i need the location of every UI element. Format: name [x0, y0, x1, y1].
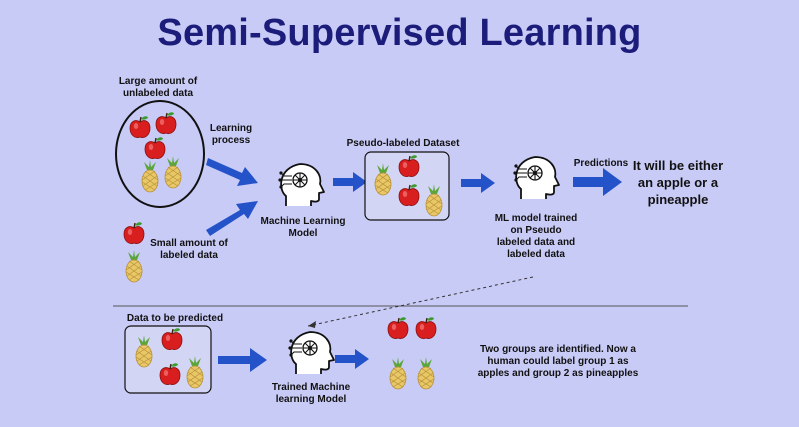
pineapple-icon	[389, 356, 407, 390]
pineapple-icon	[141, 159, 159, 193]
dotted-connector	[307, 276, 534, 327]
apple-icon	[155, 111, 177, 135]
arrow-icon	[573, 168, 622, 196]
trained-model-description: ML model trained on Pseudo labeled data …	[494, 213, 578, 260]
pseudo-dataset-label: Pseudo-labeled Dataset	[346, 138, 460, 149]
ai-head-icon	[287, 331, 335, 375]
apple-icon	[387, 316, 409, 340]
arrow-icon	[461, 173, 495, 193]
arrow-icon	[218, 348, 267, 372]
unlabeled-data-group	[115, 100, 205, 208]
prediction-result: It will be either an apple or a pineappl…	[632, 158, 724, 207]
data-to-predict-label: Data to be predicted	[126, 313, 224, 324]
page-title: Semi-Supervised Learning	[157, 12, 642, 54]
ai-head-icon	[277, 163, 325, 207]
groups-description: Two groups are identified. Now a human c…	[477, 344, 639, 379]
arrow-icon	[335, 349, 369, 369]
pineapple-icon	[417, 356, 435, 390]
ml-model-label: Machine Learning Model	[260, 216, 346, 239]
apple-icon	[144, 136, 166, 160]
apple-icon	[129, 115, 151, 139]
small-labeled-data-label: Small amount of labeled data	[150, 238, 228, 261]
learning-process-label: Learning process	[209, 123, 253, 146]
trained-model-label: Trained Machine learning Model	[271, 382, 351, 405]
arrow-icon	[206, 158, 258, 186]
ai-head-icon	[512, 156, 560, 200]
apple-icon	[123, 221, 145, 245]
pineapple-icon	[164, 155, 182, 189]
arrow-icon	[206, 201, 258, 236]
unlabeled-data-label: Large amount of unlabeled data	[118, 76, 198, 99]
arrow-icon	[333, 172, 367, 192]
pineapple-icon	[125, 249, 143, 283]
predictions-label: Predictions	[573, 158, 629, 169]
apple-icon	[415, 316, 437, 340]
